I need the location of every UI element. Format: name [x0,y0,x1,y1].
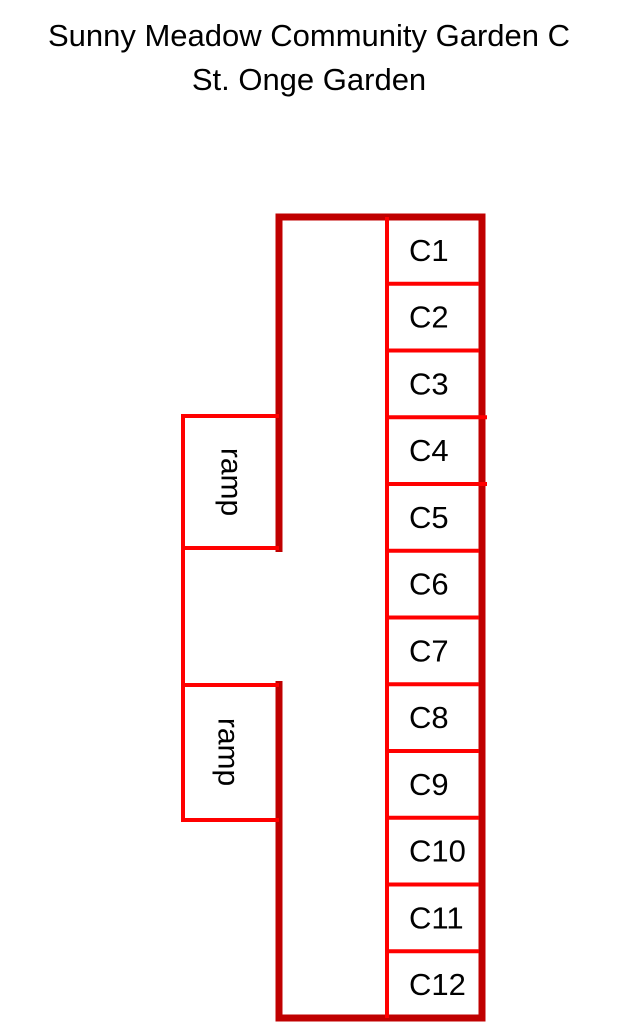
plot-separators [387,281,487,954]
plot-label-c12: C12 [409,967,466,1002]
plot-label-c5: C5 [409,500,449,535]
plot-label-c8: C8 [409,700,449,735]
plot-label-c4: C4 [409,433,449,468]
plot-label-c3: C3 [409,366,449,401]
plot-label-c2: C2 [409,300,449,335]
title-block: Sunny Meadow Community Garden C St. Onge… [0,14,618,102]
plot-label-c7: C7 [409,633,449,668]
ramp-label-lower: ramp [212,718,245,786]
ramp-outline-upper [181,414,279,550]
plot-label-c11: C11 [409,900,464,935]
page-title: Sunny Meadow Community Garden C [47,18,571,53]
plot-label-c9: C9 [409,767,449,802]
ramp-label-upper: ramp [215,448,248,516]
ramp-upper: ramp [215,448,248,516]
plot-label-c6: C6 [409,567,449,602]
page-subtitle: St. Onge Garden [191,62,427,97]
plot-label-c1: C1 [409,233,449,268]
ramp-outline-lower [181,683,279,822]
plot-label-c10: C10 [409,834,466,869]
ramp-lower: ramp [212,718,245,786]
